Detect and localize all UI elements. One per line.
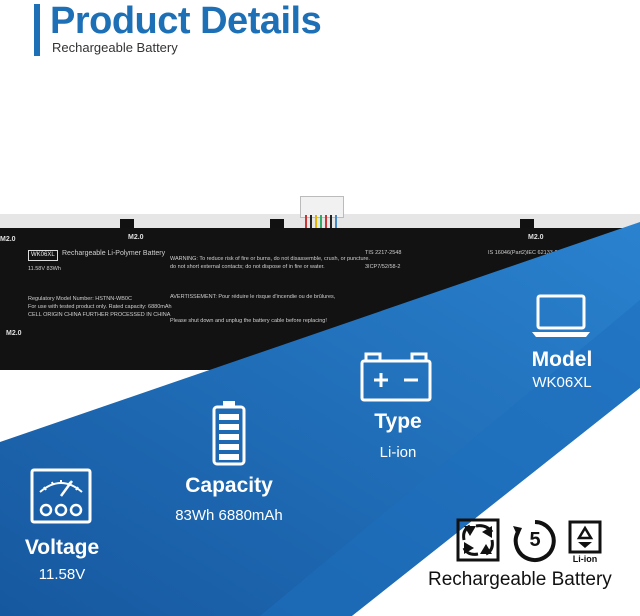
battery-terminal-icon <box>360 352 432 402</box>
battery-level-icon <box>212 401 246 466</box>
spec-voltage-title: Voltage <box>24 536 100 559</box>
battery-label-line: Regulatory Model Number: HSTNN-WB0C <box>28 296 132 302</box>
battery-label-line: CELL ORIGIN CHINA FURTHER PROCESSED IN C… <box>28 312 171 318</box>
battery-warning: WARNING: To reduce risk of fire or burns… <box>170 256 370 262</box>
spec-type-title: Type <box>374 410 422 433</box>
battery-mount-tab <box>520 219 534 228</box>
spec-model-value: WK06XL <box>532 374 592 391</box>
li-ion-label: Li-ion <box>572 554 598 564</box>
recycle-arrows-icon <box>456 518 500 562</box>
screw-size-mark: M2.0 <box>0 236 16 243</box>
battery-label: WK06XL Rechargeable Li-Polymer Battery 1… <box>10 244 620 334</box>
battery-code: IS 16046(Part2)IEC 62133-2 <box>488 250 558 256</box>
voltmeter-icon <box>30 468 92 524</box>
battery-warning: do not short external contacts; do not d… <box>170 264 325 270</box>
battery-code: 3ICP7/52/58-2 <box>365 264 401 270</box>
battery-mount-tab <box>120 219 134 228</box>
battery-model-box: WK06XL <box>28 250 58 261</box>
footer-label: Rechargeable Battery <box>428 569 612 590</box>
laptop-icon <box>532 294 590 337</box>
battery-mount-tab <box>270 219 284 228</box>
li-ion-recycle-icon <box>568 520 602 554</box>
screw-size-mark: M2.0 <box>128 234 144 241</box>
header-accent-bar <box>34 4 40 56</box>
page-title: Product Details <box>50 0 322 42</box>
screw-size-mark: M2.0 <box>528 234 544 241</box>
recycle-number: 5 <box>529 529 541 551</box>
battery-label-line: For use with tested product only. Rated … <box>28 304 172 310</box>
spec-type-value: Li-ion <box>379 444 417 461</box>
battery-code: TIS 2217-2548 <box>365 250 402 256</box>
screw-size-mark: M2.0 <box>6 330 22 337</box>
page-subtitle: Rechargeable Battery <box>52 40 178 55</box>
recycle-circle-icon <box>513 520 556 562</box>
spec-voltage-value: 11.58V <box>38 566 86 583</box>
header: Product Details Rechargeable Battery <box>0 0 640 62</box>
battery-label-line: 11.58V 83Wh <box>28 266 61 272</box>
battery-warning: AVERTISSEMENT: Pour réduire le risque d'… <box>170 294 336 300</box>
spec-capacity-value: 83Wh 6880mAh <box>175 507 283 524</box>
battery-connector <box>300 196 344 233</box>
battery-label-heading: Rechargeable Li-Polymer Battery <box>62 250 166 257</box>
spec-model-title: Model <box>531 348 593 371</box>
spec-capacity-title: Capacity <box>185 474 273 497</box>
battery-shutdown: Please shut down and unplug the battery … <box>170 318 327 324</box>
